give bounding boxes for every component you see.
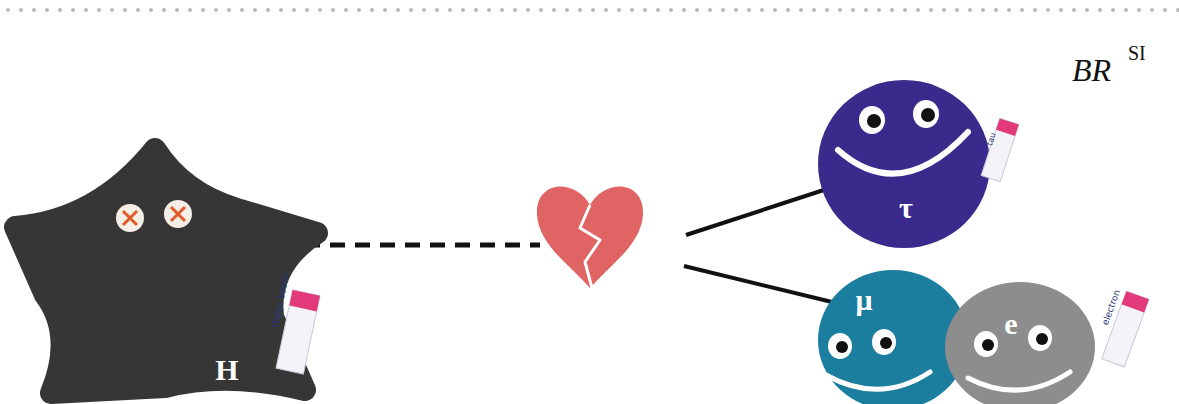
decay-line: [684, 266, 832, 302]
decay-line: [686, 188, 830, 235]
electron-plush: e: [945, 282, 1095, 404]
tag-text: Higgs boson: [270, 272, 291, 328]
dotted-rule: [8, 8, 1179, 12]
particle-symbol: e: [1004, 307, 1017, 341]
electron-plush-shape: [945, 282, 1095, 404]
particle-symbol: μ: [855, 283, 872, 317]
tag-text: electron: [1100, 288, 1122, 326]
electron-face: [968, 325, 1070, 390]
tau-tag: [981, 118, 1019, 181]
heart-crack: [580, 205, 600, 288]
muon-face: [826, 329, 930, 389]
math-symbol: BR: [1072, 52, 1111, 89]
tau-plush: τ: [818, 80, 990, 248]
tag-text: tau: [985, 132, 998, 147]
tau-face: [838, 100, 968, 174]
particle-symbol: τ: [899, 191, 913, 225]
broken-heart: [537, 187, 643, 288]
math-superscript: SI: [1128, 42, 1146, 65]
particle-symbol: H: [215, 353, 238, 387]
higgs-propagator: [305, 243, 540, 248]
star-eyes: [116, 200, 192, 232]
